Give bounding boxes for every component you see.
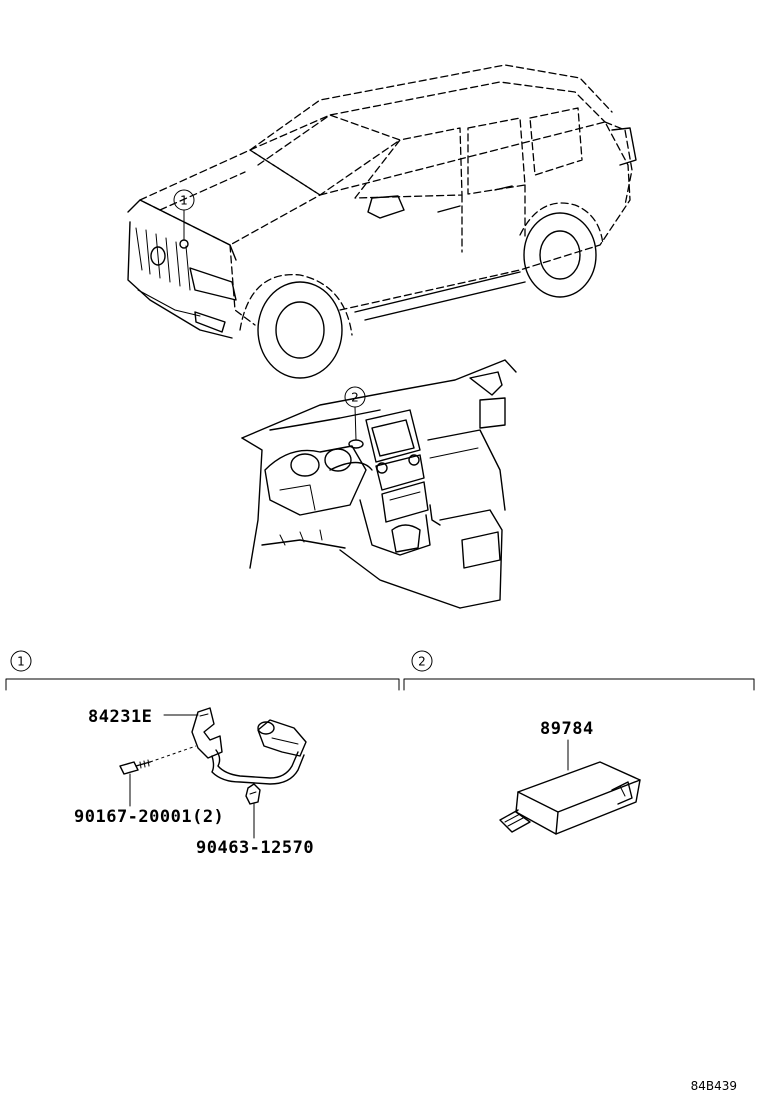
part-number-90167-20001: 90167-20001(2) [74, 807, 224, 827]
dashboard-illustration [241, 359, 517, 609]
callout-1-vehicle: 1 [173, 189, 195, 241]
callout-2-label: 2 [351, 391, 359, 405]
drawing-code: 84B439 [691, 1079, 737, 1093]
part-number-84231E: 84231E [88, 707, 152, 727]
section-1-label: 1 [17, 655, 25, 669]
sensor-assembly [119, 707, 307, 839]
vehicle-illustration [127, 64, 637, 379]
callout-2-dashboard: 2 [344, 386, 366, 441]
part-number-90463-12570: 90463-12570 [196, 838, 314, 858]
part-number-89784: 89784 [540, 719, 594, 739]
section-2-label: 2 [418, 655, 426, 669]
section-1-header: 1 [5, 650, 400, 691]
section-2-header: 2 [403, 650, 755, 691]
control-module [499, 739, 641, 835]
callout-1-label: 1 [180, 194, 188, 208]
